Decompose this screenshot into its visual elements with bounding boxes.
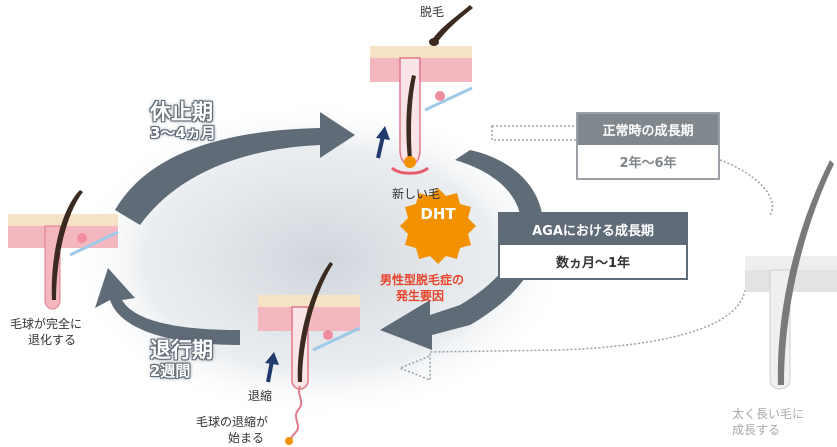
dht-badge: DHT bbox=[420, 205, 456, 223]
aga-growth-value: 数ヵ月〜1年 bbox=[500, 245, 686, 278]
thick-hair-line1: 太く長い毛に bbox=[732, 407, 805, 421]
bulb-regressed-line2: 退化する bbox=[28, 333, 77, 347]
new-hair-label: 新しい毛 bbox=[392, 187, 441, 201]
thick-hair-line2: 成長する bbox=[732, 423, 781, 437]
dht-burst-icon bbox=[400, 188, 476, 264]
cycle-arrow-icon bbox=[380, 150, 544, 350]
normal-growth-title: 正常時の成長期 bbox=[578, 114, 718, 145]
follicle-left bbox=[8, 190, 119, 310]
shrink-label: 退縮 bbox=[248, 389, 273, 403]
normal-growth-box: 正常時の成長期 2年〜6年 bbox=[576, 112, 720, 180]
cycle-arrow-icon bbox=[115, 112, 355, 225]
phase-resting-title: 休止期 bbox=[150, 100, 213, 124]
cycle-arrows bbox=[95, 112, 544, 350]
phase-resting-duration: 3〜4ヵ月 bbox=[150, 124, 216, 142]
up-arrow-icon bbox=[376, 126, 390, 159]
phase-regression: 退行期 2週間 bbox=[150, 338, 213, 380]
phase-regression-duration: 2週間 bbox=[150, 362, 191, 380]
bulb-shrink-line1: 毛球の退縮が bbox=[196, 415, 269, 429]
dht-caption-line2: 発生要因 bbox=[396, 289, 445, 303]
faded-arrows bbox=[397, 125, 774, 382]
bulb-regressed-line1: 毛球が完全に bbox=[10, 317, 83, 331]
hair-loss-label: 脱毛 bbox=[420, 5, 445, 19]
follicle-bottom bbox=[258, 262, 361, 445]
aga-growth-title: AGAにおける成長期 bbox=[500, 214, 686, 245]
dht-caption-line1: 男性型脱毛症の bbox=[380, 273, 465, 287]
phase-regression-title: 退行期 bbox=[150, 338, 213, 362]
aga-growth-box: AGAにおける成長期 数ヵ月〜1年 bbox=[498, 212, 688, 280]
up-arrow-icon bbox=[265, 352, 279, 383]
normal-growth-value: 2年〜6年 bbox=[578, 145, 718, 178]
follicle-faded bbox=[745, 160, 837, 390]
phase-resting: 休止期 3〜4ヵ月 bbox=[150, 100, 216, 142]
follicle-top bbox=[370, 5, 473, 175]
bulb-shrink-line2: 始まる bbox=[228, 431, 265, 445]
cycle-arrow-icon bbox=[95, 268, 240, 345]
